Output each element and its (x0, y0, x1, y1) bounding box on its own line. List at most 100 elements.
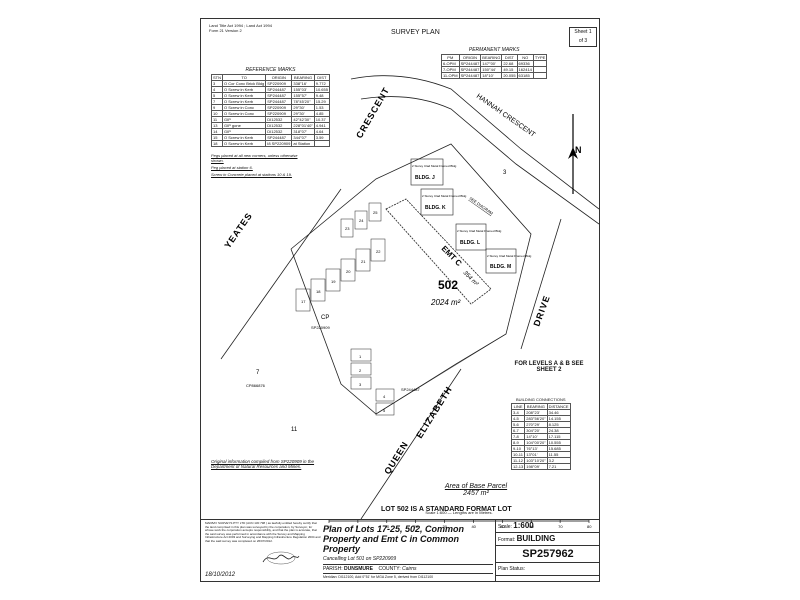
sheet-counter: Sheet 1 of 3 (569, 27, 597, 47)
street-drive: DRIVE (531, 294, 552, 328)
scale-tick-label: 80 (587, 524, 592, 528)
reference-marks-caption: REFERENCE MARKS (245, 67, 296, 73)
county-value: Cairns (402, 566, 417, 572)
boundary-main (290, 143, 532, 415)
format-value: BUILDING (516, 534, 556, 543)
header-acts: Land Title Act 1994 ; Land Act 1994 Form… (209, 23, 272, 33)
bldg-m (485, 248, 517, 274)
bldg-l (455, 223, 487, 251)
note-screw: Screw in Concrete placed at stations 10 … (211, 172, 292, 177)
road-queen (360, 368, 462, 519)
road-crescent-inner (360, 96, 599, 225)
building-connections-cell: 10-11 (510, 451, 526, 458)
scale-tick-label: 30 (443, 524, 448, 528)
small-lot-20: 20 (346, 269, 351, 274)
building-connections-cell: 283°56'20" (524, 415, 548, 422)
scale-value: 1:600 (513, 521, 534, 530)
lot-main-number: 502 (438, 278, 458, 292)
cp-ref-label: CP866876 (246, 383, 266, 388)
small-lot-19: 19 (331, 279, 336, 284)
plan-title: Plan of Lots 17-25, 502, Common Property… (323, 524, 465, 554)
survey-plan-sheet: Land Title Act 1994 ; Land Act 1994 Form… (200, 18, 600, 582)
north-label: N (575, 145, 582, 155)
reference-marks-cell (313, 140, 330, 147)
base-parcel-label: Area of Base Parcel (444, 483, 508, 490)
permanent-marks-cell (532, 72, 548, 79)
plan-status: Plan Status: (496, 563, 600, 576)
see-diagram-label: SEE DIAGRAM (468, 196, 494, 216)
lot-3-label: 3 (503, 170, 507, 176)
road-drive (520, 218, 562, 350)
reference-marks-cell: O Screw in Kerb (221, 140, 267, 147)
small-lot-24: 24 (359, 218, 364, 223)
bldg-j-desc: 2 Storey Clad Metal Framed Bldg (412, 164, 457, 168)
bldg-l-label: BLDG. L (460, 240, 480, 246)
small-lot-17: 17 (301, 299, 306, 304)
street-elizabeth: ELIZABETH (414, 384, 454, 440)
street-crescent: CRESCENT (354, 85, 391, 140)
small-lot-21: 21 (361, 259, 366, 264)
street-hannah: HANNAH CRESCENT (475, 93, 537, 139)
scale-tick-label: 0 (356, 524, 359, 528)
small-lot-18: 18 (316, 289, 321, 294)
small-lot-2: 2 (359, 368, 362, 373)
scale-tick-label: 70 (558, 524, 563, 528)
scale-tick-label: 50 (500, 524, 505, 528)
small-lot-4: 4 (383, 394, 386, 399)
road-crescent (350, 75, 599, 210)
scale-bar: Scale 1:600 — Lengths are in Metres. 10 0… (319, 510, 599, 533)
compiled-note: Original information compiled from SP220… (211, 459, 315, 469)
building-connections-header: LINE (510, 403, 526, 410)
base-parcel-note: Area of Base Parcel 2457 m² (426, 483, 526, 497)
small-lot-23: 23 (345, 226, 350, 231)
street-yeates: YEATES (222, 211, 254, 251)
building-connections-cell: 103°10'20" (524, 457, 548, 464)
bldg-j-label: BLDG. J (415, 175, 435, 181)
note-pegs: Pegs placed at all new corners, unless o… (211, 153, 298, 163)
building-connections-cell: 12-13 (510, 463, 526, 470)
building-connections-cell: 198°09' (524, 463, 548, 470)
scale-tick-label: 10 (327, 524, 332, 528)
levels-note: FOR LEVELS A & B SEE SHEET 2 (514, 361, 584, 373)
bldg-m-desc: 2 Storey Clad Metal Framed Bldg (487, 254, 532, 258)
small-lot-grid (295, 202, 395, 416)
building-connections-header: DISTANCE (546, 403, 571, 410)
lot-main-area: 2024 m² (430, 298, 461, 307)
easement-c (385, 198, 492, 305)
building-connections-cell: 7.21 (546, 463, 571, 470)
small-lot-25: 25 (373, 210, 378, 215)
base-parcel-area: 2457 m² (463, 490, 489, 497)
plan-type-title: SURVEY PLAN (391, 29, 440, 36)
note-station: Peg placed at station 6. (211, 165, 253, 170)
bldg-k (420, 188, 454, 216)
bldg-k-label: BLDG. K (425, 205, 446, 211)
small-lot-3: 3 (359, 382, 362, 387)
plan-drawing: YEATES CRESCENT HANNAH CRESCENT ELIZABET… (220, 75, 599, 519)
permanent-marks-caption: PERMANENT MARKS (468, 47, 520, 53)
bldg-j (410, 158, 444, 186)
reference-marks-cell: at Station (291, 140, 315, 147)
lot-11-label: 11 (291, 427, 298, 433)
building-connections-cell: 104°00'20" (524, 439, 548, 446)
street-queen: QUEEN (382, 439, 410, 476)
building-connections-caption: BUILDING CONNECTIONS (515, 397, 566, 402)
scale-label: Scale 1:600 — Lengths are in Metres. (425, 510, 493, 515)
scale-tick-label: 40 (471, 524, 476, 528)
building-connections-header: BEARING (524, 403, 548, 410)
building-connections-cell: 11-12 (510, 457, 526, 464)
cp-label: CP (321, 315, 329, 321)
small-lot-numbers: 17 18 19 20 21 22 23 24 25 1 2 3 4 5 (301, 210, 386, 413)
bldg-m-label: BLDG. M (490, 264, 511, 270)
title-block: MAKBAY SURVEYS PTY LTD (ACN 130 798 ) as… (201, 519, 600, 582)
bldg-k-desc: 2 Storey Clad Metal Framed Bldg (422, 194, 467, 198)
sp-ref-label: SP220909 (311, 325, 330, 330)
signature-date: 18/10/2012 (205, 572, 236, 578)
